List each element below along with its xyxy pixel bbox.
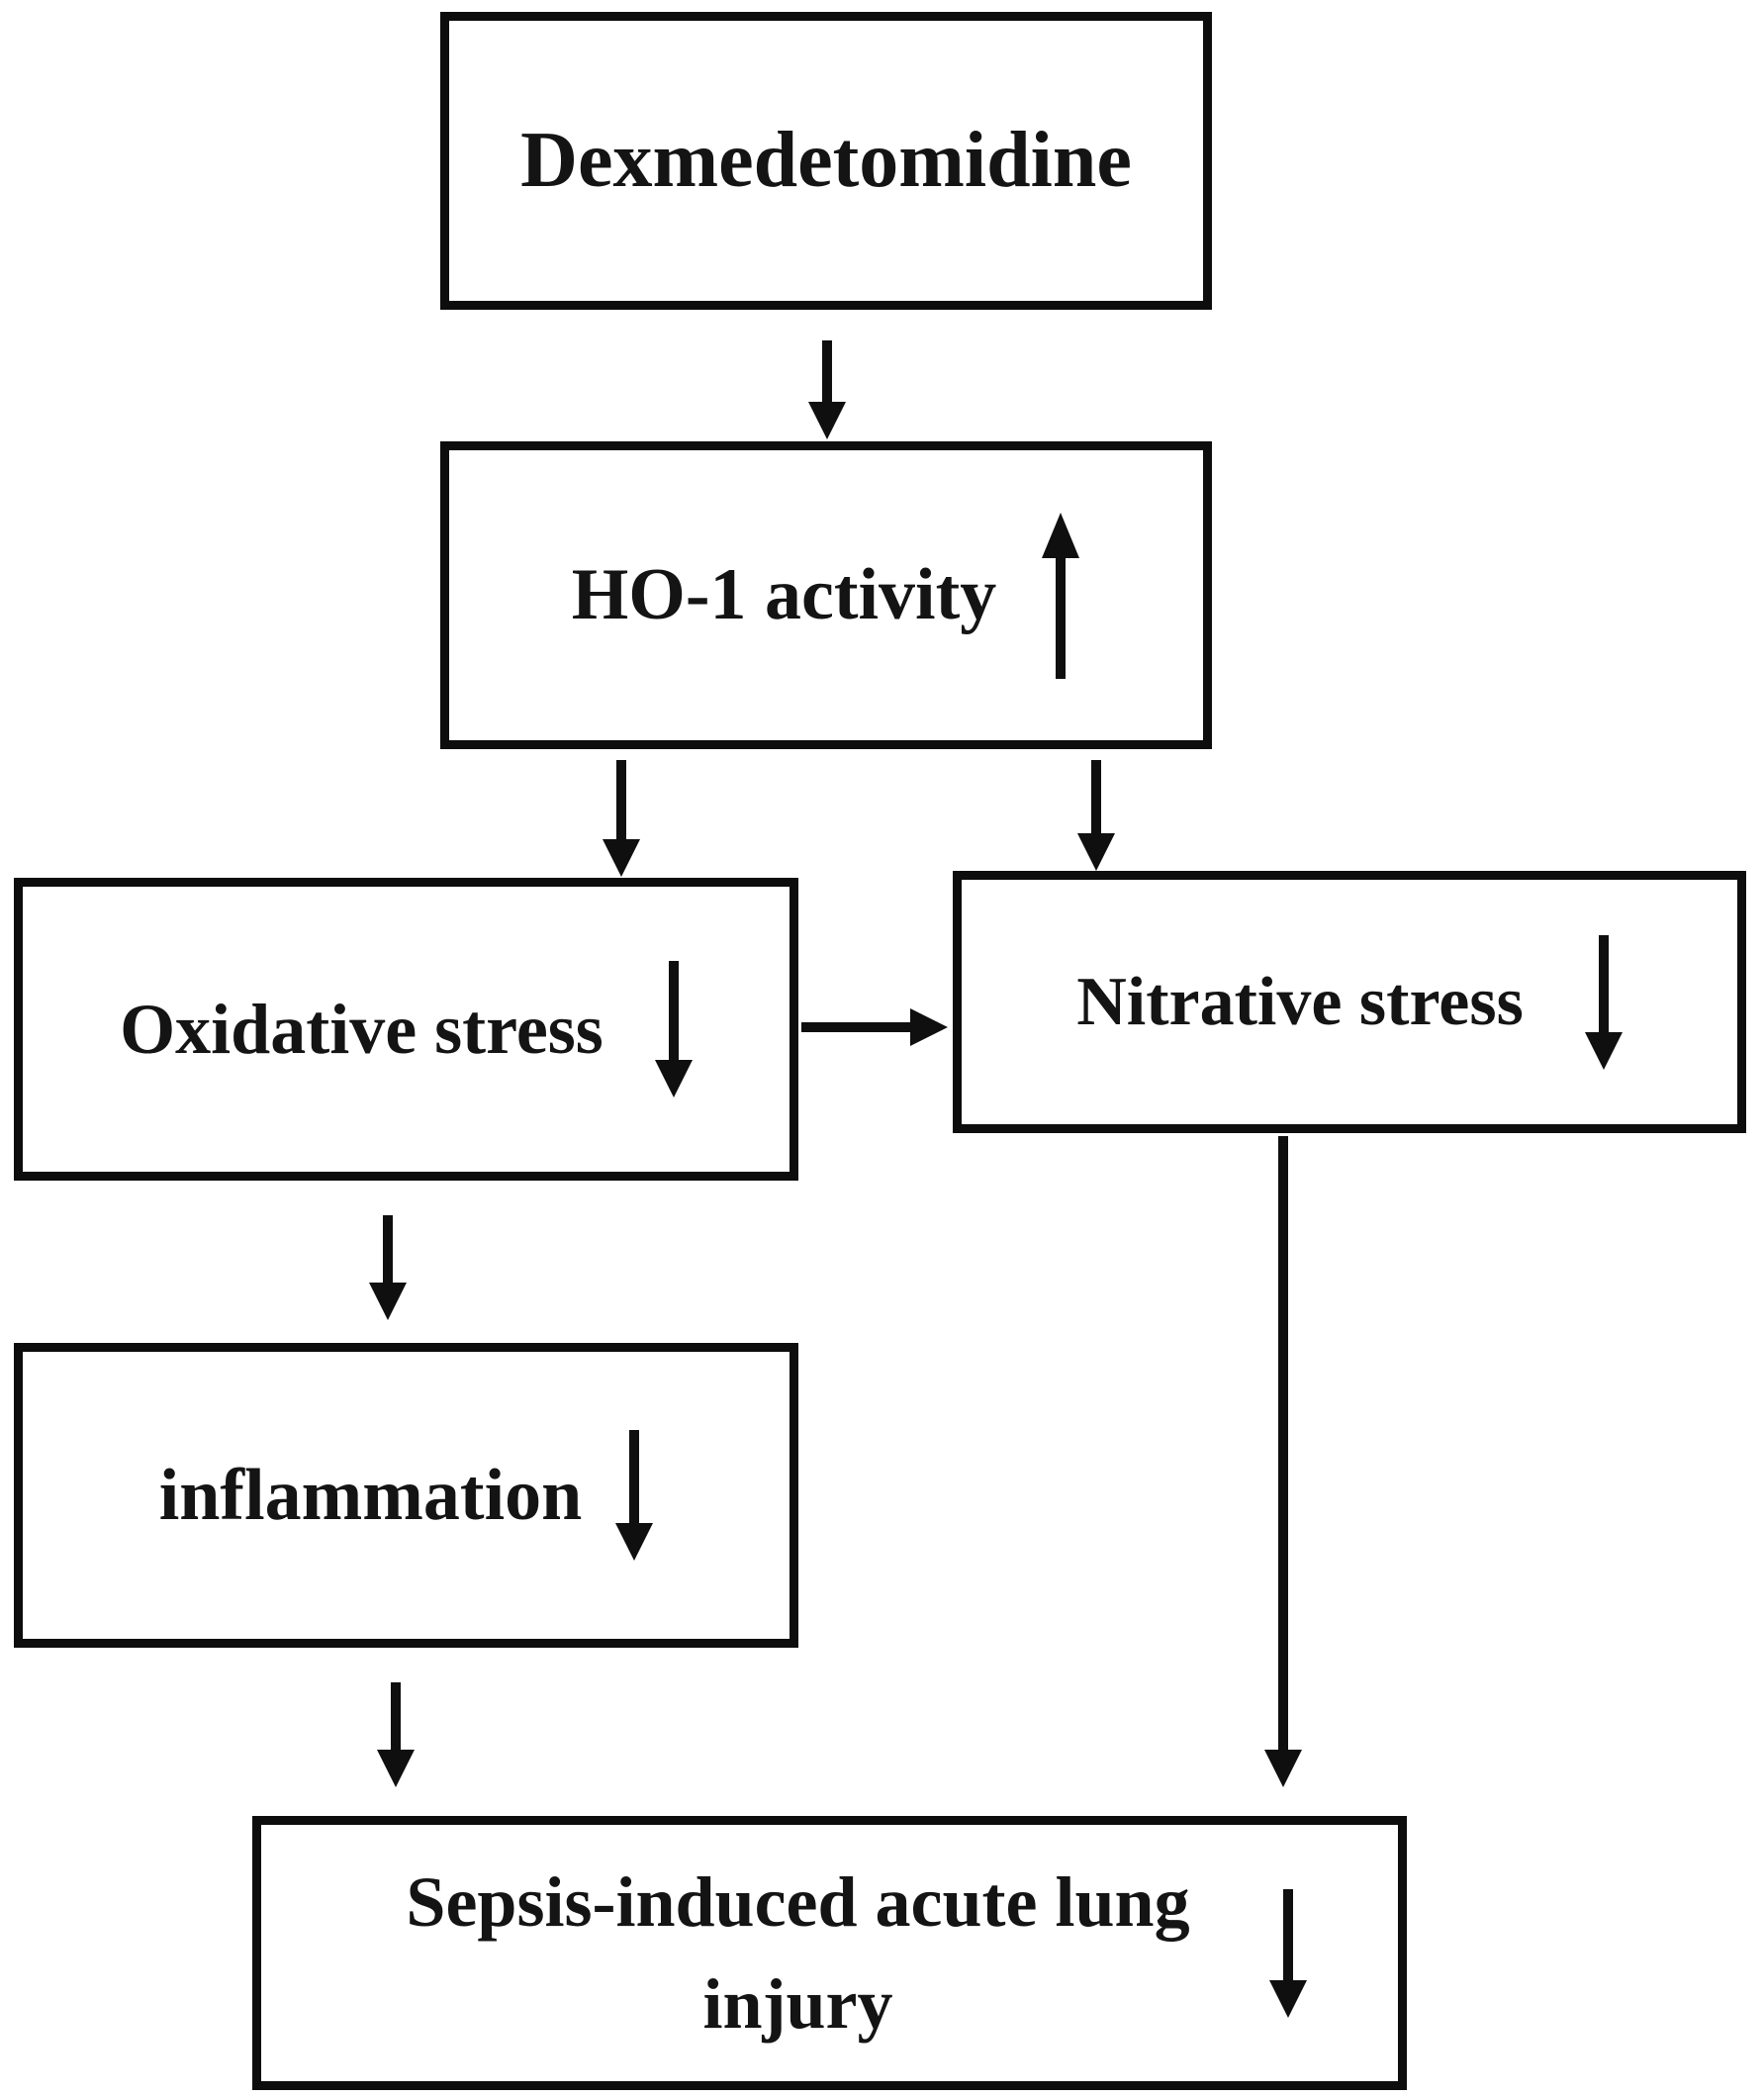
node-nitrative-stress-label: Nitrative stress bbox=[1076, 963, 1524, 1040]
connector-arrow-ho1-to-oxidative bbox=[603, 760, 640, 877]
node-dexmedetomidine-label: Dexmedetomidine bbox=[520, 117, 1132, 204]
node-sepsis-induced-acute-lung-injury-label: Sepsis-induced acute lung injury bbox=[406, 1862, 1190, 2044]
decrease-arrow-icon bbox=[615, 1430, 654, 1561]
connector-arrow-oxidative-to-inflammation bbox=[369, 1215, 407, 1320]
node-ho1-activity: HO-1 activity bbox=[440, 441, 1212, 749]
node-oxidative-stress-label: Oxidative stress bbox=[120, 989, 603, 1069]
node-ho1-activity-label: HO-1 activity bbox=[571, 554, 997, 635]
connector-arrow-nitrative-to-sepsis bbox=[1264, 1136, 1302, 1787]
node-dexmedetomidine: Dexmedetomidine bbox=[440, 12, 1212, 310]
node-sepsis-induced-acute-lung-injury: Sepsis-induced acute lung injury bbox=[252, 1816, 1407, 2090]
node-nitrative-stress: Nitrative stress bbox=[953, 871, 1746, 1133]
connector-arrow-inflammation-to-sepsis bbox=[377, 1682, 415, 1787]
node-inflammation: inflammation bbox=[14, 1343, 798, 1648]
connector-arrow-dexmedetomidine-to-ho1 bbox=[808, 340, 846, 439]
decrease-arrow-icon bbox=[654, 961, 693, 1097]
node-oxidative-stress: Oxidative stress bbox=[14, 878, 798, 1181]
decrease-arrow-icon bbox=[1584, 934, 1623, 1070]
increase-arrow-icon bbox=[1042, 512, 1080, 679]
connector-arrow-ho1-to-nitrative bbox=[1077, 760, 1115, 871]
connector-arrow-oxidative-to-nitrative bbox=[801, 1008, 948, 1046]
decrease-arrow-icon bbox=[1268, 1888, 1307, 2018]
node-inflammation-label: inflammation bbox=[158, 1454, 583, 1536]
